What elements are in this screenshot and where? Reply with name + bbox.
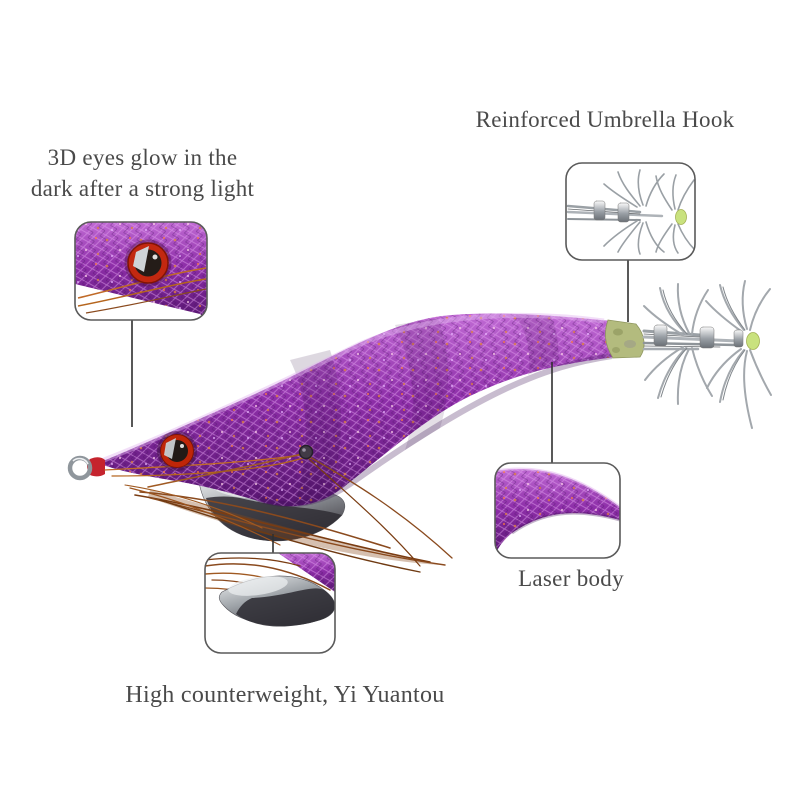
annotation-label-laser: Laser body — [518, 566, 624, 591]
lure-belly-stud — [298, 444, 314, 460]
counterweight-content — [205, 553, 335, 627]
lure-body — [98, 312, 615, 508]
callout-eye-closeup — [74, 221, 208, 321]
lure-feathers — [104, 451, 453, 573]
callout-hook-closeup — [565, 162, 696, 261]
lure-glow-band — [605, 319, 645, 359]
lure — [67, 280, 772, 573]
lure-eye — [157, 431, 197, 471]
glow-tip — [746, 332, 760, 350]
laser-body-content — [495, 467, 620, 556]
lure-belly-stud-highlight — [302, 448, 306, 452]
eye-closeup-content — [75, 222, 207, 320]
annotation-label-counterweight: High counterweight, Yi Yuantou — [125, 682, 445, 708]
lure-umbrella-hooks — [642, 280, 772, 429]
annotation-label-hook: Reinforced Umbrella Hook — [475, 107, 735, 132]
hook-closeup-content — [566, 169, 695, 255]
callout-laser-body-closeup — [494, 462, 621, 559]
lure-nose — [67, 455, 105, 481]
annotation-label-eyes: 3D eyes glow in the dark after a strong … — [30, 145, 255, 201]
callout-counterweight-closeup — [204, 552, 336, 654]
